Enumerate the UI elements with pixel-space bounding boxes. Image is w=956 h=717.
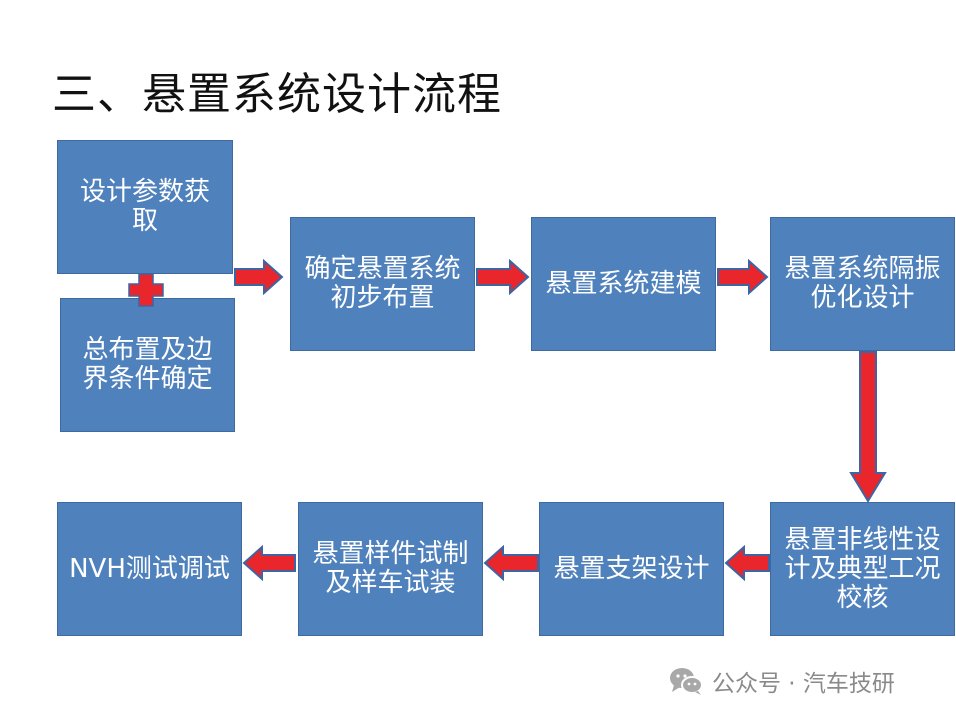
box-design-params-label: 设计参数获取 [79, 177, 210, 236]
plus-icon [128, 273, 164, 307]
box-isolation-optimization: 悬置系统隔振优化设计 [770, 217, 955, 351]
watermark-text: 公众号 · 汽车技研 [712, 671, 895, 697]
box-isolation-optimization-label: 悬置系统隔振优化设计 [784, 254, 941, 313]
box-layout-boundary-label: 总布置及边界条件确定 [82, 335, 213, 394]
arrow-left-3 [242, 545, 296, 581]
box-nonlinear-design: 悬置非线性设计及典型工况校核 [770, 502, 955, 636]
box-sample-trial: 悬置样件试制及样车试装 [298, 502, 483, 636]
box-bracket-design-label: 悬置支架设计 [553, 553, 710, 584]
page-title: 三、悬置系统设计流程 [52, 69, 502, 120]
wechat-icon [670, 668, 703, 695]
box-modeling-label: 悬置系统建模 [545, 268, 702, 299]
box-nvh-tuning-label: NVH测试调试 [69, 553, 230, 584]
arrow-right-2 [476, 259, 530, 295]
box-nonlinear-design-label: 悬置非线性设计及典型工况校核 [784, 524, 941, 613]
box-initial-layout-label: 确定悬置系统初步布置 [304, 254, 461, 313]
arrow-left-1 [724, 545, 770, 581]
box-design-params: 设计参数获取 [57, 140, 233, 274]
arrow-down [849, 351, 887, 503]
box-nvh-tuning: NVH测试调试 [57, 502, 242, 636]
box-modeling: 悬置系统建模 [531, 217, 716, 351]
arrow-right-3 [717, 259, 769, 295]
watermark: 公众号 · 汽车技研 [668, 664, 895, 698]
box-bracket-design: 悬置支架设计 [539, 502, 724, 636]
box-initial-layout: 确定悬置系统初步布置 [290, 217, 475, 351]
box-sample-trial-label: 悬置样件试制及样车试装 [312, 539, 469, 598]
box-layout-boundary: 总布置及边界条件确定 [60, 298, 235, 432]
arrow-left-2 [483, 545, 539, 581]
arrow-right-1 [234, 259, 284, 295]
